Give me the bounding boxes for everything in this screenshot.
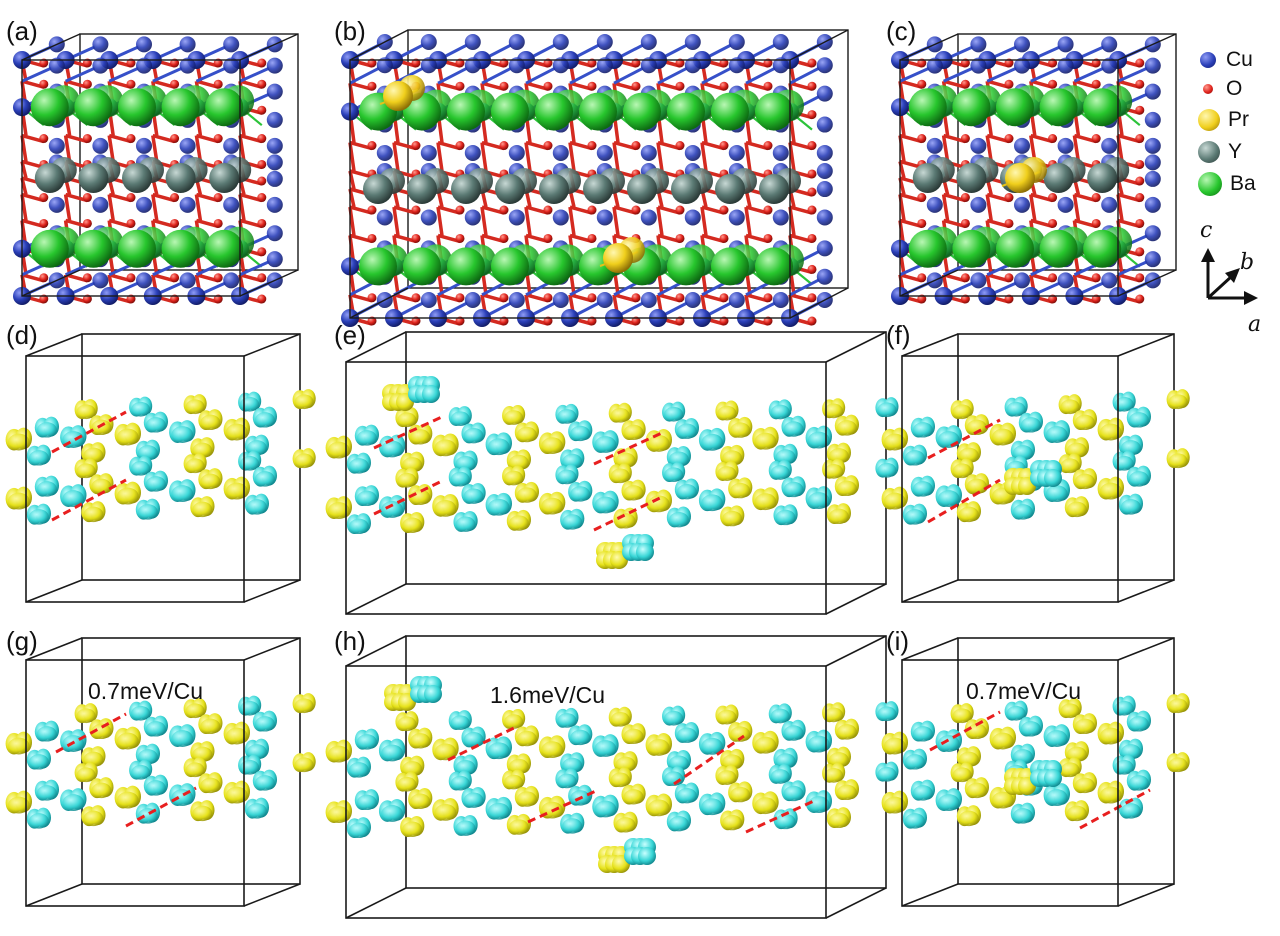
crystal-axes bbox=[1201, 248, 1258, 305]
panel-label-c: (c) bbox=[886, 16, 917, 46]
structure-panel-b bbox=[341, 29, 849, 327]
spin-density-panels bbox=[5, 331, 1190, 919]
pr-atom-icon bbox=[1198, 109, 1220, 131]
axis-label-c: c bbox=[1200, 218, 1213, 243]
axis-label-b: b bbox=[1240, 250, 1255, 275]
cu-atom-icon bbox=[1200, 52, 1216, 68]
panel-label-f: (f) bbox=[886, 320, 911, 350]
panel-label-b: (b) bbox=[334, 16, 366, 46]
spin-panel-e bbox=[325, 331, 899, 615]
spin-panel-f bbox=[881, 333, 1190, 603]
panel-label-e: (e) bbox=[334, 320, 366, 350]
crystal-structure-panels bbox=[13, 29, 1177, 327]
panel-label-a: (a) bbox=[6, 16, 38, 46]
spin-panel-d bbox=[5, 333, 316, 603]
structure-panel-a bbox=[13, 33, 299, 305]
legend-item-y: Y bbox=[1198, 138, 1242, 166]
y-atom-icon bbox=[1198, 141, 1220, 163]
ba-atom-icon bbox=[1198, 172, 1222, 196]
structure-panel-c bbox=[891, 33, 1177, 305]
energy-label-g: 0.7meV/Cu bbox=[88, 678, 204, 704]
energy-label-h: 1.6meV/Cu bbox=[490, 682, 606, 708]
panel-label-i: (i) bbox=[886, 626, 910, 656]
legend-item-ba: Ba bbox=[1198, 170, 1256, 198]
legend-label-ba: Ba bbox=[1230, 172, 1256, 195]
legend-label-y: Y bbox=[1228, 140, 1243, 163]
spin-panel-g bbox=[5, 637, 316, 907]
panel-label-h: (h) bbox=[334, 626, 366, 656]
panel-label-d: (d) bbox=[6, 320, 38, 350]
axis-label-a: a bbox=[1248, 312, 1262, 337]
spin-panel-i bbox=[881, 637, 1190, 907]
legend-label-cu: Cu bbox=[1226, 48, 1253, 71]
energy-label-i: 0.7meV/Cu bbox=[966, 678, 1082, 704]
legend-item-pr: Pr bbox=[1198, 106, 1249, 134]
legend-item-o: O bbox=[1198, 75, 1242, 103]
legend-label-o: O bbox=[1226, 77, 1243, 100]
legend-label-pr: Pr bbox=[1228, 108, 1249, 131]
panel-label-g: (g) bbox=[6, 626, 38, 656]
spin-panel-h bbox=[325, 635, 899, 919]
legend-item-cu: Cu bbox=[1198, 46, 1253, 74]
o-atom-icon bbox=[1203, 84, 1213, 94]
